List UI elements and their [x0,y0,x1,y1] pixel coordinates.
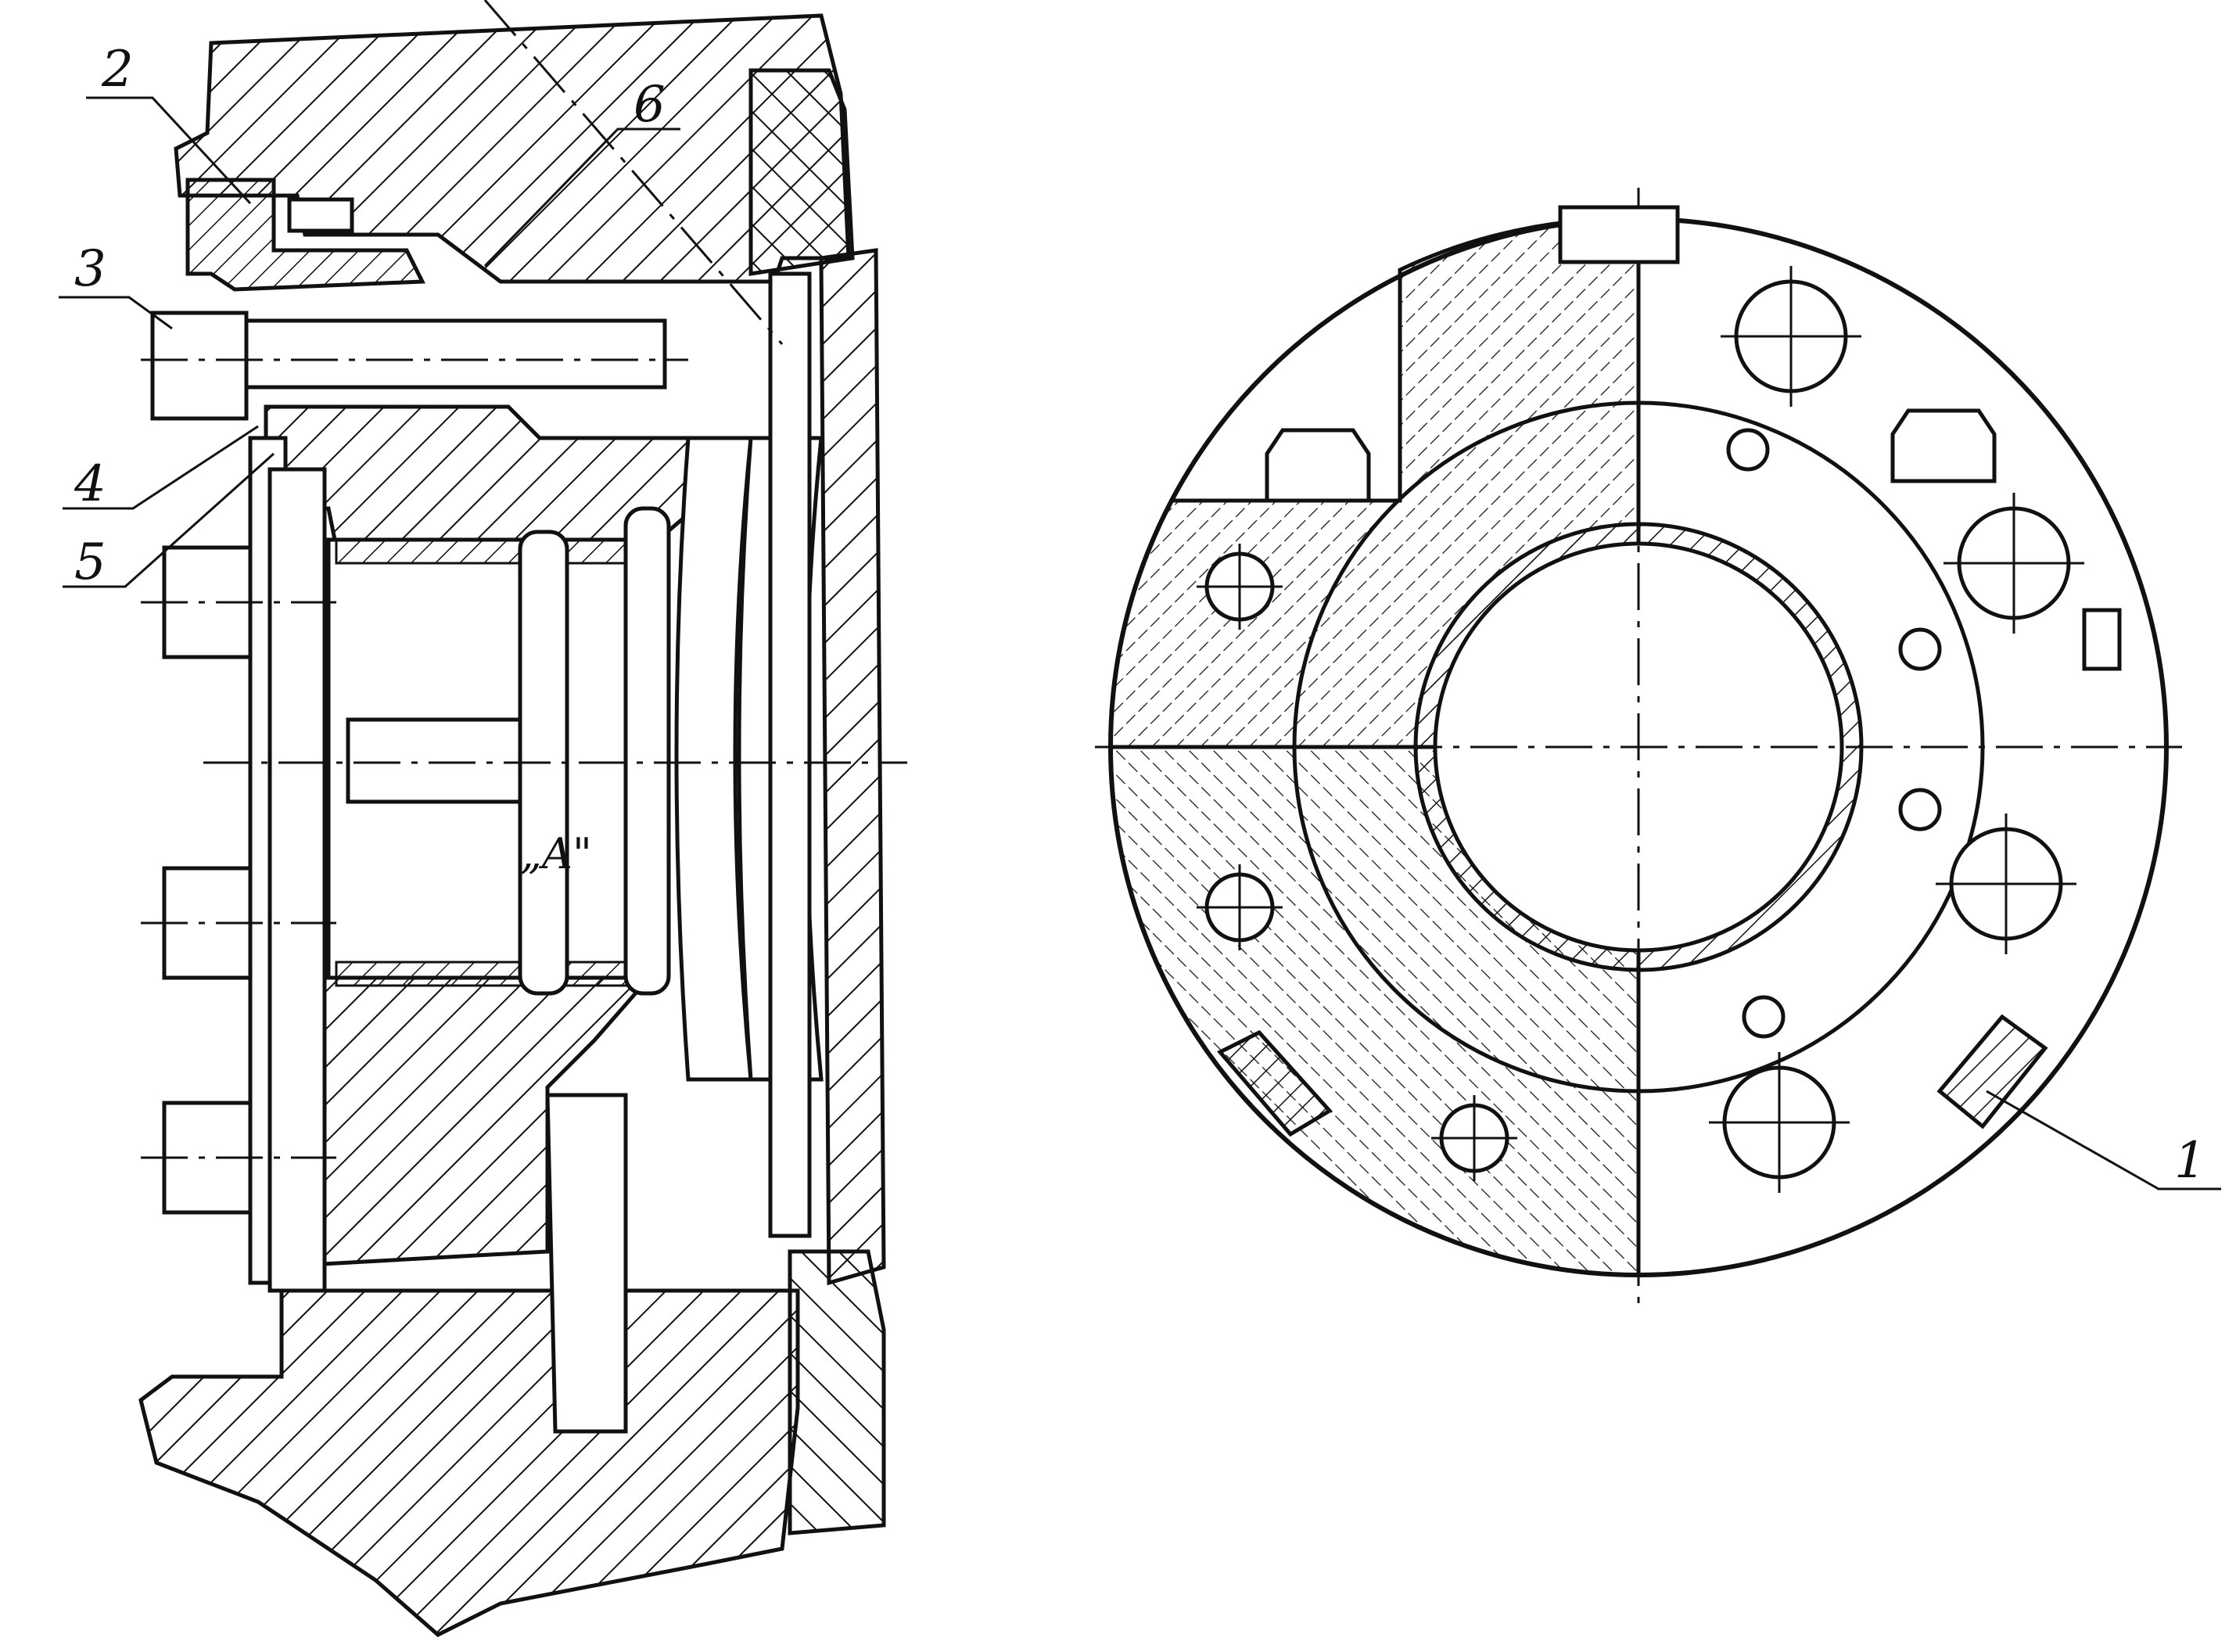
callout-4: 4 [63,425,259,513]
flange-plate [267,467,327,1293]
callout-3: 3 [59,240,173,330]
lower-cover [788,1249,886,1535]
liner-bottom [335,961,659,987]
oil-channel [768,271,812,1238]
pin-holes [1726,428,1942,1039]
end-view: 1 [1095,188,2221,1306]
top-key [1558,205,1680,264]
callout-3-label: 3 [74,240,106,298]
upper-housing [174,13,851,284]
callout-4-label: 4 [74,455,106,513]
liner-top [335,538,659,565]
callout-2-label: 2 [101,41,134,99]
shaft-key [346,717,534,804]
callout-6: 6 [483,76,680,268]
right-column [819,248,886,1286]
set-screw [287,197,354,233]
hex-nuts [1265,408,1997,503]
thrust-ring [623,506,671,996]
clamp-block [185,178,425,292]
callout-2: 2 [86,41,252,205]
lower-housing [138,1288,800,1637]
upper-cover [748,68,855,276]
flange-bolts [141,545,336,1215]
bolt-head-top [150,311,249,421]
key-block-right [1936,1014,2048,1129]
section-view: 2 3 4 5 6 „A" [59,0,907,1637]
key-block-left [1217,1029,1333,1137]
right-stud [2082,608,2122,671]
callout-5: 5 [63,452,275,591]
bolt-holes [1197,544,1517,1181]
lower-channel [545,1093,628,1434]
view-mark-a: „A" [520,829,592,878]
callout-5-label: 5 [74,533,106,591]
callout-1: 1 [1986,1090,2221,1191]
centre-axis-tilt [483,0,784,345]
callout-1-label: 1 [2174,1132,2206,1190]
bolt-heads [1709,266,2084,1193]
callout-6-label: 6 [633,76,666,134]
